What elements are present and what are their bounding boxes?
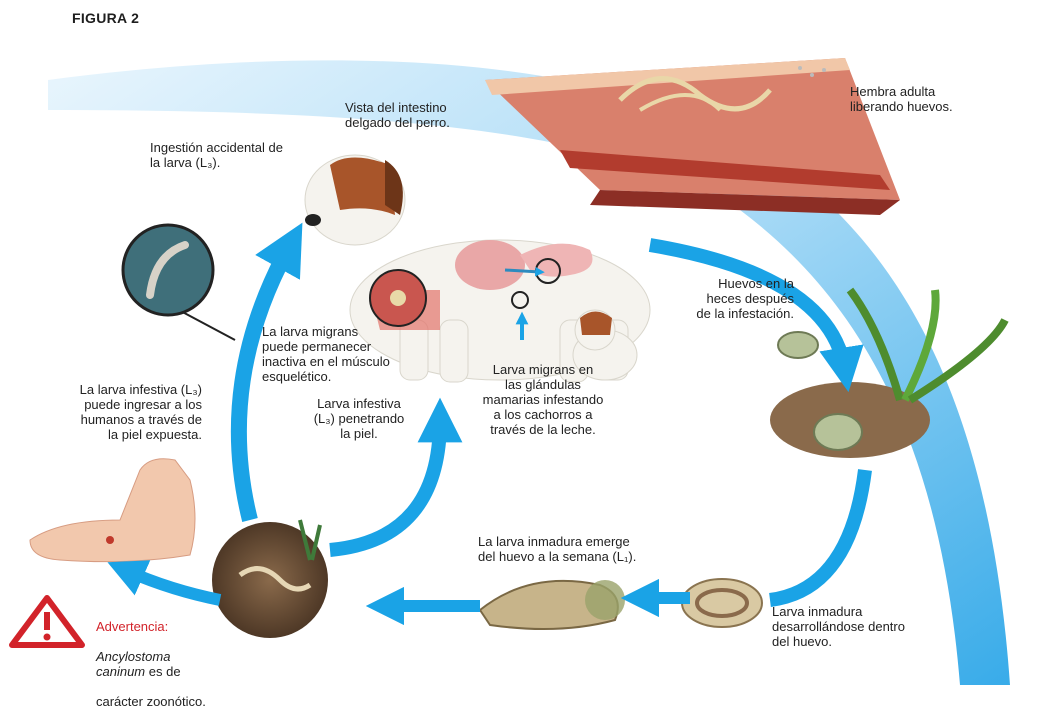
egg-hatching	[480, 580, 625, 629]
warning-title: Advertencia:	[96, 619, 168, 634]
warning-text-end: carácter zoonótico.	[96, 694, 206, 709]
label-ingestion: Ingestión accidental de la larva (L₃).	[150, 140, 283, 170]
label-larva-emerges: La larva inmadura emerge del huevo a la …	[478, 534, 636, 564]
foot-illustration	[30, 459, 195, 562]
warning-icon	[12, 598, 82, 645]
arrow-egg-to-plant	[770, 470, 865, 600]
label-larva-developing: Larva inmadura desarrollándose dentro de…	[772, 604, 905, 649]
arrow-soil-to-foot	[125, 570, 220, 600]
label-intestine-view: Vista del intestino delgado del perro.	[345, 100, 450, 130]
label-eggs-feces: Huevos en la heces después de la infesta…	[646, 276, 794, 321]
label-female-adult: Hembra adulta liberando huevos.	[850, 84, 953, 114]
label-larva-human: La larva infestiva (L₃) puede ingresar a…	[30, 382, 202, 442]
larva-magnifier	[123, 225, 235, 340]
arrow-gut	[505, 270, 540, 272]
egg-developing	[682, 579, 762, 627]
label-larva-skin: Larva infestiva (L₃) penetrando la piel.	[304, 396, 414, 441]
label-larva-mammary: Larva migrans en las glándulas mamarias …	[468, 362, 618, 437]
warning-text: Advertencia: Ancylostoma caninum es de c…	[96, 604, 206, 709]
intestine-illustration	[485, 58, 900, 215]
figure-label: FIGURA 2	[72, 10, 139, 26]
warning-text-tail: es de	[145, 664, 180, 679]
label-larva-muscle: La larva migrans puede permanecer inacti…	[262, 324, 390, 384]
soil-patch-larva	[212, 520, 328, 638]
